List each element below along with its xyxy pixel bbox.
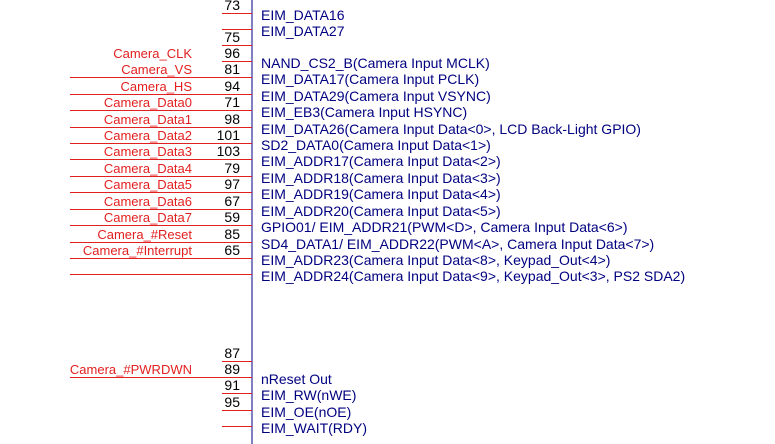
pin-number: 95	[224, 394, 240, 410]
pin-function-label: EIM_RW(nWE)	[261, 387, 357, 403]
pin-function-label: EIM_ADDR20(Camera Input Data<5>)	[261, 203, 501, 219]
pin-function-label: EIM_DATA26(Camera Input Data<0>, LCD Bac…	[261, 121, 641, 137]
pin-number: 71	[224, 94, 240, 110]
pin-function-label: EIM_ADDR23(Camera Input Data<8>, Keypad_…	[261, 252, 611, 268]
pin-function-label: SD2_DATA0(Camera Input Data<1>)	[261, 137, 491, 153]
pin-number: 91	[224, 377, 240, 393]
pin-number: 67	[224, 193, 240, 209]
pin-function-label: NAND_CS2_B(Camera Input MCLK)	[261, 55, 490, 71]
pin-number: 103	[216, 143, 240, 159]
pin-function-label: EIM_EB3(Camera Input HSYNC)	[261, 104, 468, 120]
pin-function-label: EIM_OE(nOE)	[261, 404, 352, 420]
pin-function-label: EIM_ADDR19(Camera Input Data<4>)	[261, 186, 501, 202]
pin-function-label: EIM_DATA17(Camera Input PCLK)	[261, 71, 480, 87]
pin-number: 65	[224, 242, 240, 258]
pin-function-label: EIM_DATA29(Camera Input VSYNC)	[261, 88, 491, 104]
net-label: Camera_Data5	[103, 177, 192, 192]
pin-function-label: nReset Out	[261, 371, 332, 387]
pin-number: 96	[224, 45, 240, 61]
net-label: Camera_Data2	[103, 128, 192, 143]
net-label: Camera_Data4	[103, 161, 192, 176]
net-label: Camera_Data1	[103, 112, 192, 127]
pin-function-label: EIM_DATA16	[261, 7, 345, 23]
pin-number: 98	[224, 111, 240, 127]
net-label: Camera_HS	[120, 79, 192, 94]
pin-function-label: EIM_DATA27	[261, 23, 345, 39]
net-label: Camera_#Interrupt	[82, 243, 192, 258]
pin-function-label: EIM_WAIT(RDY)	[261, 420, 368, 436]
net-label: Camera_CLK	[113, 46, 192, 61]
net-label: Camera_VS	[121, 62, 192, 77]
pin-number: 73	[224, 0, 240, 13]
pin-number: 94	[224, 78, 240, 94]
pin-number: 85	[224, 226, 240, 242]
pin-function-label: SD4_DATA1/ EIM_ADDR22(PWM<A>, Camera Inp…	[261, 236, 655, 252]
net-label: Camera_#PWRDWN	[69, 362, 192, 377]
net-label: Camera_Data7	[103, 210, 192, 225]
pin-function-label: EIM_ADDR18(Camera Input Data<3>)	[261, 170, 501, 186]
net-label: Camera_Data3	[103, 144, 192, 159]
net-wires	[70, 77, 222, 378]
net-label: Camera_#Reset	[97, 227, 192, 242]
pin-number: 87	[224, 345, 240, 361]
pin-stubs	[222, 13, 252, 427]
pin-number: 101	[216, 127, 240, 143]
pin-number: 75	[224, 29, 240, 45]
net-label: Camera_Data0	[103, 95, 192, 110]
pin-number: 89	[224, 361, 240, 377]
pin-function-label: EIM_ADDR24(Camera Input Data<9>, Keypad_…	[261, 268, 686, 284]
pin-number: 81	[224, 61, 240, 77]
net-label: Camera_Data6	[103, 194, 192, 209]
pin-function-label: GPIO01/ EIM_ADDR21(PWM<D>, Camera Input …	[261, 219, 628, 235]
pin-number: 97	[224, 176, 240, 192]
pin-number: 59	[224, 209, 240, 225]
pin-function-label: EIM_ADDR17(Camera Input Data<2>)	[261, 153, 501, 169]
pin-number: 79	[224, 160, 240, 176]
